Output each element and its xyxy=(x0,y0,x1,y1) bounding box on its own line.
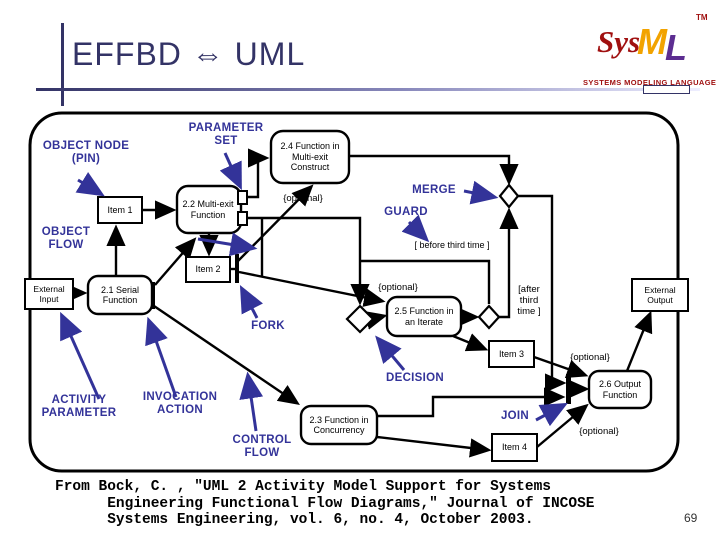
flow-item4-to-f26 xyxy=(536,403,589,448)
flow-f24-to-merge xyxy=(349,154,519,186)
logo-trademark: TM xyxy=(696,13,708,22)
flow-pin-top-to-f24 xyxy=(247,148,270,199)
label-invocation-action: INVOCATION ACTION xyxy=(142,391,218,416)
f21-box xyxy=(86,274,154,316)
label-parameter-set: PARAMETER SET xyxy=(188,122,264,147)
label-control-flow: CONTROL FLOW xyxy=(232,434,292,459)
logo-sys-text: Sys xyxy=(597,24,641,59)
title-rule xyxy=(36,88,700,91)
arrow-fork xyxy=(239,285,263,319)
annotation-arrows xyxy=(60,152,568,432)
fork-bar-item2 xyxy=(235,254,239,283)
diamond-nodes xyxy=(345,183,520,334)
flow-f23-to-item4 xyxy=(376,435,492,458)
item1-label: Item 1 xyxy=(107,204,133,215)
arrow-object-flow xyxy=(197,232,258,257)
label-guard: GUARD xyxy=(384,206,428,218)
f25-label: 2.5 Function in an Iterate xyxy=(394,306,454,327)
item4-label: Item 4 xyxy=(501,442,527,453)
guard-optional-4: {optional} xyxy=(579,426,619,437)
item1-box xyxy=(97,196,143,224)
citation-text: From Bock, C. , "UML 2 Activity Model Su… xyxy=(55,479,595,528)
guard-before-third-time: [ before third time ] xyxy=(414,240,490,250)
flow-item3-to-f26 xyxy=(533,355,589,379)
f25-box xyxy=(385,295,463,338)
f22-label: 2.2 Multi-exit Function xyxy=(182,199,234,220)
pin-top xyxy=(237,190,248,205)
f22-box xyxy=(175,184,243,235)
item2-box xyxy=(185,256,231,283)
f26-label: 2.6 Output Function xyxy=(598,379,642,400)
join-bar xyxy=(566,374,571,404)
arrow-join xyxy=(535,402,568,427)
flow-loopback-before-third xyxy=(361,259,491,304)
decision2-diamond xyxy=(477,304,501,330)
logo-l-text: L xyxy=(665,27,687,68)
flow-lines xyxy=(66,148,653,458)
label-decision: DECISION xyxy=(386,372,444,384)
f21-label: 2.1 Serial Function xyxy=(100,284,140,306)
arrow-merge xyxy=(463,180,499,205)
arrow-activity-parameter xyxy=(60,311,101,400)
title-rule-endbox xyxy=(643,85,690,94)
arrow-parameter-set xyxy=(219,152,242,191)
decision1-diamond xyxy=(345,304,375,334)
guard-after-third-time: [after third time ] xyxy=(517,284,541,317)
flow-f23-to-join xyxy=(377,387,566,418)
logo-m-text: M xyxy=(637,21,667,62)
label-object-flow: OBJECT FLOW xyxy=(41,226,91,251)
item3-label: Item 3 xyxy=(498,348,524,359)
f24-label: 2.4 Function in Multi-exit Construct xyxy=(280,141,340,173)
arrow-decision xyxy=(375,335,406,371)
action-nodes xyxy=(86,129,653,446)
label-object-node: OBJECT NODE (PIN) xyxy=(42,140,130,165)
label-merge: MERGE xyxy=(412,184,456,196)
label-activity-parameter: ACTIVITY PARAMETER xyxy=(41,394,117,419)
flow-fork1-to-f23-control xyxy=(153,305,300,406)
flow-fork1-to-f22 xyxy=(154,237,197,286)
external-output-label: External Output xyxy=(644,285,676,305)
external-input-label: External Input xyxy=(33,284,65,304)
flow-pin-bottom-to-decision1 xyxy=(247,216,370,306)
external-input-box xyxy=(24,278,74,310)
item3-box xyxy=(488,340,535,368)
pin-bottom xyxy=(237,211,248,226)
sysml-logo: Sys M L TM SYSTEMS MODELING LANGUAGE xyxy=(575,8,717,92)
f23-label: 2.3 Function in Concurrency xyxy=(309,414,369,436)
arrow-guard xyxy=(401,214,430,243)
item4-box xyxy=(491,433,538,462)
object-nodes xyxy=(24,196,689,462)
arrow-object-node xyxy=(75,172,105,197)
guard-optional-1: {optional} xyxy=(283,193,323,204)
flow-decision2-to-merge xyxy=(498,207,519,319)
guard-optional-3: {optional} xyxy=(570,352,610,363)
arrow-invocation-action xyxy=(145,316,178,398)
f26-box xyxy=(587,369,653,410)
external-output-box xyxy=(631,278,689,312)
f24-box xyxy=(269,129,351,185)
label-join: JOIN xyxy=(500,410,530,422)
flow-merge-to-join xyxy=(518,194,567,393)
item2-label: Item 2 xyxy=(195,264,221,275)
title-accent-vertical-line xyxy=(61,23,64,106)
f23-box xyxy=(299,404,379,446)
label-fork: FORK xyxy=(251,320,285,332)
page-number: 69 xyxy=(684,511,698,525)
flow-f26-to-extoutput xyxy=(625,310,653,372)
page-title: EFFBD ⇔ UML xyxy=(72,36,306,72)
logo-tagline: SYSTEMS MODELING LANGUAGE xyxy=(583,78,717,87)
merge-diamond xyxy=(498,183,520,209)
guard-optional-2: {optional} xyxy=(378,282,418,293)
arrow-control-flow xyxy=(239,371,264,432)
flow-f25-to-item3 xyxy=(452,333,489,352)
